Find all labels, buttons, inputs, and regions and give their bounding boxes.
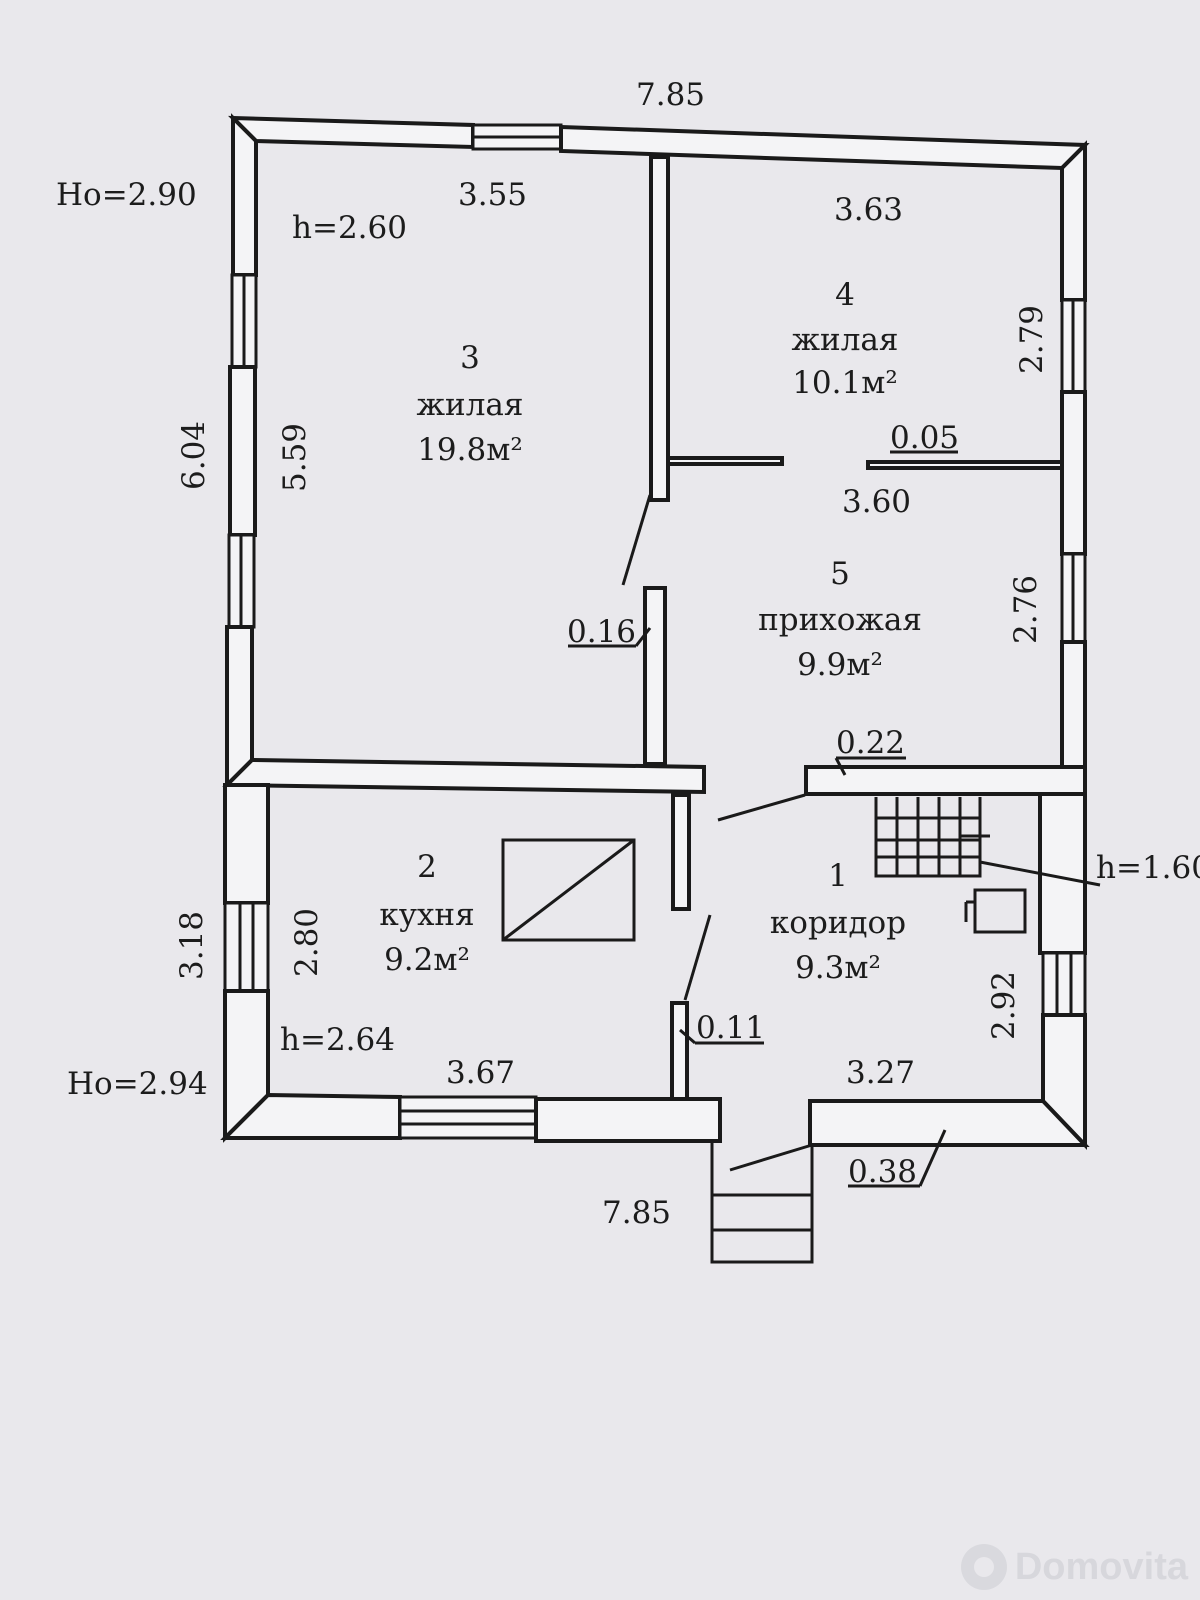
dim-left-upper: 6.04 bbox=[176, 421, 212, 490]
room-number: 3 bbox=[460, 340, 480, 376]
watermark-text: Domovita bbox=[1014, 1545, 1188, 1588]
room-area: 10.1м² bbox=[792, 365, 898, 401]
room-3: 3 жилая 19.8м² bbox=[417, 340, 524, 468]
wall-top-left bbox=[228, 115, 475, 150]
window-left-kitchen bbox=[223, 901, 270, 993]
window-right-corridor bbox=[1041, 951, 1087, 1017]
room-number: 1 bbox=[828, 858, 848, 894]
window-right-2 bbox=[1060, 552, 1087, 644]
exterior-walls bbox=[220, 113, 1090, 1150]
window-top bbox=[471, 123, 563, 151]
room-area: 19.8м² bbox=[417, 432, 523, 468]
dim-room3-h: h=2.60 bbox=[292, 210, 407, 246]
dim-room5-height: 2.76 bbox=[1008, 575, 1044, 644]
dim-stairs-h: h=1.60 bbox=[1096, 850, 1200, 886]
room-area: 9.9м² bbox=[797, 647, 883, 683]
dimension-labels: 7.85 Ho=2.90 3.55 h=2.60 3.63 2.79 6.04 … bbox=[56, 77, 1200, 1231]
stove bbox=[501, 838, 636, 942]
window-left-2 bbox=[227, 533, 256, 629]
wall-right-mid bbox=[1060, 390, 1087, 556]
room-number: 4 bbox=[835, 277, 855, 313]
room-1: 1 коридор 9.3м² bbox=[770, 858, 906, 986]
window-right-1 bbox=[1060, 298, 1087, 394]
room-5: 5 прихожая 9.9м² bbox=[758, 556, 922, 683]
dim-wall-011: 0.11 bbox=[696, 1010, 765, 1046]
stairs bbox=[874, 797, 1101, 887]
dim-room5-width: 3.60 bbox=[842, 484, 911, 520]
dim-room4-height: 2.79 bbox=[1014, 305, 1050, 374]
wall-bottom-right bbox=[808, 1099, 1090, 1147]
dim-room2-height: 2.80 bbox=[289, 908, 325, 977]
wall-top-right bbox=[559, 124, 1090, 171]
room-2: 2 кухня 9.2м² bbox=[379, 849, 474, 978]
room-name: жилая bbox=[417, 387, 524, 423]
dim-room2-width: 3.67 bbox=[446, 1055, 515, 1091]
partition-4-5-right bbox=[866, 460, 1064, 470]
dim-room1-width: 3.27 bbox=[846, 1055, 915, 1091]
partition-kitchen-upper bbox=[671, 793, 691, 911]
dim-bottom-overall: 7.85 bbox=[602, 1195, 671, 1231]
wall-left-kitchen-upper bbox=[223, 783, 270, 905]
dim-room4-width: 3.63 bbox=[834, 192, 903, 228]
dim-ho-top: Ho=2.90 bbox=[56, 177, 197, 213]
room-4: 4 жилая 10.1м² bbox=[792, 277, 899, 401]
watermark: Domovita bbox=[960, 1544, 1188, 1590]
room-name: кухня bbox=[379, 897, 474, 933]
partition-3-5-lower bbox=[643, 586, 667, 766]
dim-wall-022: 0.22 bbox=[836, 725, 905, 761]
room-number: 5 bbox=[830, 556, 850, 592]
dim-ho-bottom: Ho=2.94 bbox=[67, 1066, 208, 1102]
partition-4-5-left bbox=[666, 456, 784, 466]
door-kitchen-swing bbox=[683, 914, 712, 1001]
door-hall-swing bbox=[717, 793, 806, 822]
dim-wall-038: 0.38 bbox=[848, 1154, 917, 1190]
wall-left-mid bbox=[228, 365, 257, 537]
dim-wall-016: 0.16 bbox=[567, 614, 636, 650]
window-bottom bbox=[398, 1095, 538, 1140]
room-labels: 3 жилая 19.8м² 4 жилая 10.1м² 5 прихожая… bbox=[379, 277, 922, 986]
door-3-swing bbox=[621, 494, 652, 586]
dim-left-lower: 3.18 bbox=[174, 911, 210, 980]
wall-bottom-mid bbox=[534, 1097, 722, 1143]
partition-kitchen-lower bbox=[670, 1001, 689, 1101]
leader-lines bbox=[568, 450, 958, 1188]
wall-hall-bottom bbox=[804, 765, 1087, 796]
dim-room3-width: 3.55 bbox=[458, 177, 527, 213]
partition-3-4-upper bbox=[649, 155, 670, 502]
dim-room3-height: 5.59 bbox=[277, 423, 313, 492]
entrance-steps bbox=[710, 1141, 814, 1264]
dim-partition-005: 0.05 bbox=[890, 420, 959, 456]
boiler-icon bbox=[964, 888, 1027, 934]
dim-room2-h: h=2.64 bbox=[280, 1022, 395, 1058]
room-number: 2 bbox=[417, 849, 437, 885]
wall-left-upper bbox=[231, 113, 258, 277]
interior-partitions bbox=[621, 155, 1064, 1101]
dim-top-overall: 7.85 bbox=[636, 77, 705, 113]
room-name: жилая bbox=[792, 322, 899, 358]
wall-mid-horizontal bbox=[222, 757, 706, 795]
room-name: коридор bbox=[770, 905, 906, 941]
room-area: 9.2м² bbox=[384, 942, 470, 978]
dim-room1-height: 2.92 bbox=[986, 971, 1022, 1040]
domovita-logo-icon bbox=[960, 1544, 1007, 1590]
window-left-1 bbox=[230, 273, 258, 369]
wall-right-upper bbox=[1060, 140, 1087, 302]
room-name: прихожая bbox=[758, 602, 922, 638]
room-area: 9.3м² bbox=[795, 950, 881, 986]
